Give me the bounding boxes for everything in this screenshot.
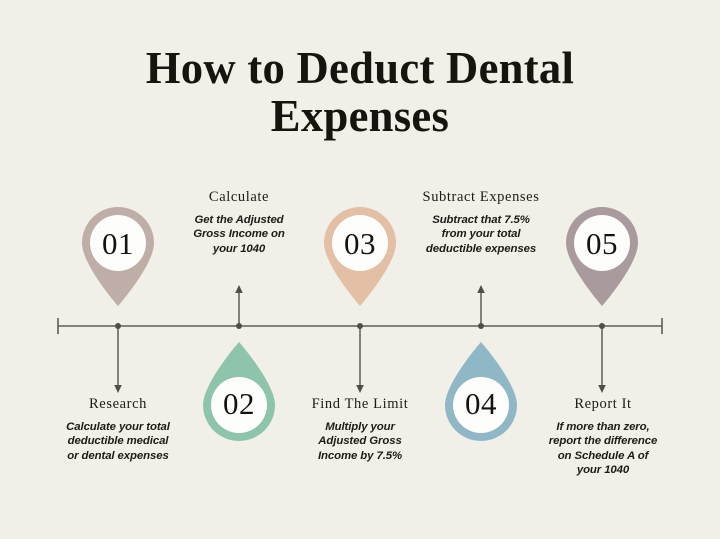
page-title: How to Deduct Dental Expenses xyxy=(0,44,720,140)
step-body-line: report the difference xyxy=(548,435,658,448)
step-body-line: on Schedule A of xyxy=(557,449,649,462)
step-body-04: Subtract that 7.5% from your total deduc… xyxy=(413,213,549,256)
step-body-line: or dental expenses xyxy=(67,449,169,462)
step-body-03: Multiply your Adjusted Gross Income by 7… xyxy=(300,420,420,463)
step-text-04: Subtract Expenses Subtract that 7.5% fro… xyxy=(413,189,549,256)
drop-shape-02 xyxy=(203,342,275,441)
step-body-line: Calculate your total xyxy=(66,421,170,433)
title-line-2: Expenses xyxy=(270,89,450,141)
step-marker-02[interactable]: 02 xyxy=(197,341,281,445)
step-heading-02: Calculate xyxy=(208,189,270,205)
step-body-02: Get the Adjusted Gross Income on your 10… xyxy=(180,213,298,256)
step-body-line: deductible medical xyxy=(67,435,169,448)
step-body-line: Income by 7.5% xyxy=(317,449,403,462)
step-heading-03: Find The Limit xyxy=(311,396,409,412)
step-body-line: from your total xyxy=(441,228,521,241)
step-number-05: 05 xyxy=(586,226,618,261)
step-text-05: Report It If more than zero, report the … xyxy=(538,396,668,477)
step-number-04: 04 xyxy=(465,386,497,421)
step-text-03: Find The Limit Multiply your Adjusted Gr… xyxy=(300,396,420,463)
step-heading-05: Report It xyxy=(574,396,632,412)
step-body-line: Get the Adjusted xyxy=(194,214,284,226)
step-number-03: 03 xyxy=(344,226,376,261)
step-body-line: Gross Income on xyxy=(193,228,285,241)
step-marker-01[interactable]: 01 xyxy=(76,203,160,307)
step-body-line: If more than zero, xyxy=(556,421,650,433)
step-body-line: Subtract that 7.5% xyxy=(432,214,530,226)
pin-shape-03 xyxy=(324,207,396,306)
connector-step-04 xyxy=(477,285,485,329)
step-body-line: your 1040 xyxy=(576,463,630,476)
title-line-1: How to Deduct Dental xyxy=(145,42,575,93)
step-body-line: Adjusted Gross xyxy=(318,435,402,448)
step-marker-05[interactable]: 05 xyxy=(560,203,644,307)
step-body-line: Multiply your xyxy=(325,421,395,433)
connector-step-03 xyxy=(356,323,364,393)
step-number-02: 02 xyxy=(223,386,255,421)
step-marker-03[interactable]: 03 xyxy=(318,203,402,307)
step-text-02: Calculate Get the Adjusted Gross Income … xyxy=(180,189,298,256)
drop-shape-04 xyxy=(445,342,517,441)
pin-shape-01 xyxy=(82,207,154,306)
step-body-01: Calculate your total deductible medical … xyxy=(53,420,183,463)
step-number-01: 01 xyxy=(102,226,134,261)
connector-step-01 xyxy=(114,323,122,393)
step-heading-01: Research xyxy=(89,396,147,412)
step-body-line: deductible expenses xyxy=(425,242,537,255)
step-body-05: If more than zero, report the difference… xyxy=(538,420,668,477)
pin-shape-05 xyxy=(566,207,638,306)
connector-step-02 xyxy=(235,285,243,329)
connector-step-05 xyxy=(598,323,606,393)
step-text-01: Research Calculate your total deductible… xyxy=(53,396,183,463)
step-heading-04: Subtract Expenses xyxy=(422,189,540,205)
step-body-line: your 1040 xyxy=(212,242,266,255)
step-marker-04[interactable]: 04 xyxy=(439,341,523,445)
